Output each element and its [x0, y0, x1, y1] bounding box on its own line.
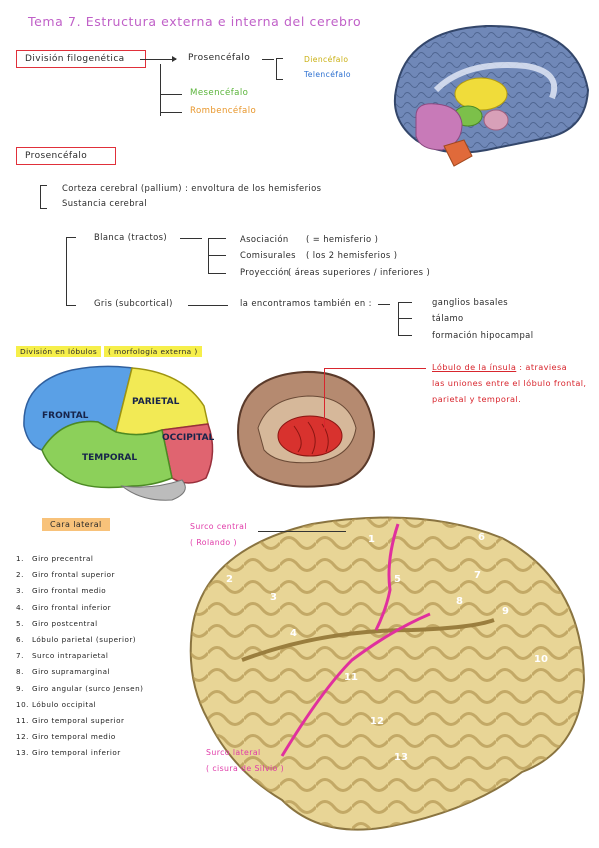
asociacion-note: ( = hemisferio ) [306, 234, 379, 244]
gyri-list-text: Surco intraparietal [32, 651, 109, 661]
gyrus-number-1: 1 [368, 534, 375, 545]
gyri-list-number: 5. [16, 618, 24, 628]
parietal-label: PARIETAL [132, 397, 180, 407]
gyri-list-text: Giro temporal superior [32, 716, 125, 725]
gyri-list-text: Giro postcentral [32, 618, 98, 628]
surco-central-label: Surco central [190, 522, 247, 531]
insula-desc-3: parietal y temporal. [432, 394, 522, 404]
gyri-list-text: Giro precentral [32, 554, 94, 563]
gyri-list-text: Giro frontal medio [32, 586, 107, 596]
gyrus-number-3: 3 [270, 592, 277, 603]
gyri-list-number: 11. [16, 716, 29, 725]
gyrus-number-7: 7 [474, 570, 481, 581]
cara-lateral-heading: Cara lateral [42, 518, 110, 531]
proyeccion-text: Proyección [240, 267, 290, 277]
temporal-label: TEMPORAL [82, 453, 137, 463]
gyri-list-number: 2. [16, 570, 24, 580]
lobulos-label: División en lóbulos [16, 346, 102, 357]
gyri-list-number: 8. [16, 667, 24, 677]
ganglios-text: ganglios basales [432, 297, 509, 307]
surco-lateral-note: ( cisura de Silvio ) [206, 764, 285, 773]
insula-desc-2: las uniones entre el lóbulo frontal, [432, 378, 587, 388]
gyrus-number-8: 8 [456, 596, 463, 607]
gyrus-number-2: 2 [226, 574, 233, 585]
gyri-list-text: Giro frontal superior [32, 570, 115, 580]
gyri-list-text: Lóbulo occipital [32, 699, 97, 709]
gyri-list-text: Giro temporal medio [32, 732, 116, 742]
gyrus-number-4: 4 [290, 628, 297, 639]
gyri-list-text: Giro angular (surco Jensen) [32, 683, 144, 693]
corteza-text: Corteza cerebral (pallium) : envoltura d… [62, 183, 322, 193]
insula-title-text: Lóbulo de la ínsula [432, 362, 517, 372]
prosencefalo-label: Prosencéfalo [188, 53, 251, 63]
gyri-list-number: 7. [16, 651, 24, 661]
gyrus-number-12: 12 [370, 716, 384, 727]
comisurales-text: Comisurales [240, 250, 296, 260]
gyrus-number-13: 13 [394, 752, 408, 763]
filogenetica-label: División filogenética [25, 54, 125, 64]
gyri-list-item: 2. Giro frontal superior [16, 570, 115, 579]
gyri-list-item: 8. Giro supramarginal [16, 667, 110, 676]
gyrus-number-10: 10 [534, 654, 548, 665]
gyri-list-number: 10. [16, 699, 29, 709]
prosencefalo-box: Prosencéfalo [16, 147, 116, 165]
gyri-list-number: 1. [16, 554, 24, 563]
gyri-list-text: Giro frontal inferior [32, 602, 112, 612]
filogenetica-box: División filogenética [16, 50, 146, 68]
gyri-list-number: 4. [16, 602, 24, 612]
lobulos-heading: División en lóbulos ( morfología externa… [16, 346, 202, 357]
gyri-list-item: 1. Giro precentral [16, 554, 93, 563]
gyri-list-item: 10.Lóbulo occipital [16, 700, 96, 709]
comisurales-note: ( los 2 hemisferios ) [306, 250, 398, 260]
gyrus-number-9: 9 [502, 606, 509, 617]
gyri-list-item: 7. Surco intraparietal [16, 651, 108, 660]
gyri-list-text: Giro supramarginal [32, 667, 111, 677]
page-title: Tema 7. Estructura externa e interna del… [28, 14, 362, 29]
diencefalo-label: Diencéfalo [304, 55, 349, 64]
gyri-list-item: 13.Giro temporal inferior [16, 748, 121, 757]
blanca-text: Blanca (tractos) [94, 232, 168, 242]
occipital-label: OCCIPITAL [162, 433, 215, 443]
gyri-list-number: 13. [16, 748, 29, 758]
asociacion-text: Asociación [240, 234, 289, 244]
insula-brain-illustration [236, 370, 376, 488]
talamo-text: tálamo [432, 313, 464, 323]
proyeccion-note: ( áreas superiores / inferiores ) [288, 267, 431, 277]
prosencefalo-section-label: Prosencéfalo [25, 151, 88, 161]
gyri-list-number: 6. [16, 635, 24, 644]
gyrus-number-6: 6 [478, 532, 485, 543]
gyri-list-item: 4. Giro frontal inferior [16, 603, 111, 612]
gyri-list-item: 9. Giro angular (surco Jensen) [16, 684, 143, 693]
gyri-list-text: Lóbulo parietal (superior) [32, 635, 137, 644]
surco-lateral-label: Surco lateral [206, 748, 261, 757]
gyri-list-item: 12.Giro temporal medio [16, 732, 116, 741]
gyrus-number-5: 5 [394, 574, 401, 585]
medial-brain-illustration [394, 24, 590, 167]
rombencefalo-label: Rombencéfalo [190, 106, 257, 116]
lateral-brain-illustration: 1 2 3 4 5 6 7 8 9 10 11 12 13 [189, 516, 586, 831]
surco-central-note: ( Rolando ) [190, 538, 237, 547]
formacion-text: formación hipocampal [432, 330, 534, 340]
gyri-list-item: 3. Giro frontal medio [16, 586, 106, 595]
gyri-list-number: 3. [16, 586, 24, 596]
gyri-list-number: 12. [16, 732, 29, 742]
gyri-list-text: Giro temporal inferior [32, 748, 121, 758]
gyri-list-item: 11.Giro temporal superior [16, 716, 124, 725]
lobes-brain-illustration: FRONTAL PARIETAL OCCIPITAL TEMPORAL [23, 365, 215, 501]
gyri-list-number: 9. [16, 683, 24, 693]
lobulos-note: ( morfología externa ) [103, 346, 202, 357]
sustancia-text: Sustancia cerebral [62, 198, 148, 208]
telencefalo-label: Telencéfalo [304, 70, 351, 79]
gris-text: Gris (subcortical) [94, 298, 173, 308]
frontal-label: FRONTAL [42, 411, 89, 421]
gyrus-number-11: 11 [344, 672, 358, 683]
gyri-list-item: 5. Giro postcentral [16, 619, 98, 628]
cara-lateral-label: Cara lateral [42, 518, 110, 531]
mesencefalo-label: Mesencéfalo [190, 88, 249, 98]
encontramos-text: la encontramos también en : [240, 298, 372, 308]
gyri-list-item: 6. Lóbulo parietal (superior) [16, 635, 136, 644]
insula-title: Lóbulo de la ínsula : atraviesa [432, 362, 567, 372]
insula-desc-1: : atraviesa [519, 362, 568, 372]
